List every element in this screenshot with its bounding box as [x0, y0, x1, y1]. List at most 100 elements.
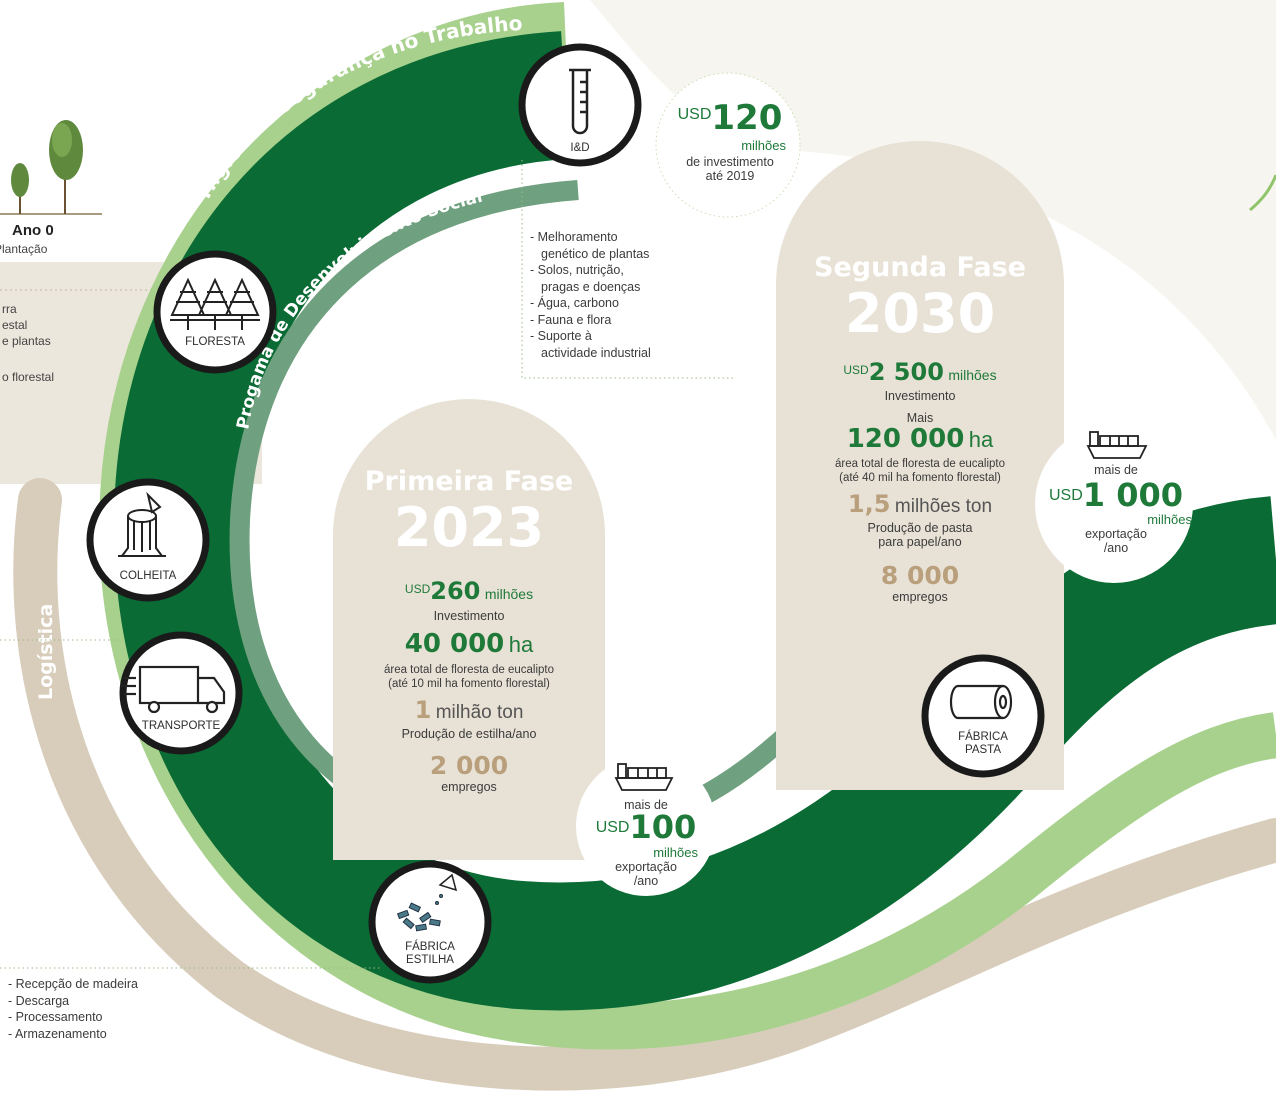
- year-zero-label: Ano 0: [12, 222, 54, 239]
- node-label-colheita: COLHEITA: [119, 570, 177, 582]
- export1-usd: USD: [595, 819, 630, 836]
- fabrica-estilha-line1: FÁBRICA: [405, 941, 455, 953]
- phase2-prod-unit: milhões ton: [894, 496, 993, 517]
- logistica-band: [13, 478, 1276, 1091]
- export1-label2: /ano: [633, 874, 659, 888]
- phase2-area-label2: (até 40 mil ha fomento florestal): [839, 472, 1001, 484]
- list-item: Descarga: [8, 993, 138, 1010]
- list-item: genético de plantas: [541, 246, 650, 261]
- list-item: actividade industrial: [541, 345, 651, 360]
- phase1-inv-usd: USD: [404, 582, 431, 596]
- export2-content: mais de USD1 000 milhões exportação /ano: [1036, 463, 1196, 555]
- id-investment-value: 120: [711, 98, 783, 138]
- arc-text-logistica: Logística: [35, 604, 57, 700]
- ship-icon-2: [1086, 431, 1148, 459]
- phase1-inv-unit: milhões: [484, 586, 534, 602]
- node-label-fabrica-estilha: FÁBRICA ESTILHA: [380, 941, 480, 967]
- export1-unit: milhões: [653, 845, 698, 860]
- phase2-pillar: [776, 141, 1064, 790]
- export2-value: 1 000: [1082, 476, 1183, 514]
- ship-icon-1: [614, 763, 674, 791]
- list-item: pragas e doenças: [541, 279, 641, 294]
- list-item: Água, carbono: [530, 295, 651, 312]
- phase2-inv-label: Investimento: [884, 389, 956, 403]
- phase1-inv-label: Investimento: [433, 609, 505, 623]
- list-item: Recepção de madeira: [8, 976, 138, 993]
- id-investment-circle: [655, 72, 801, 218]
- list-item: Processamento: [8, 1009, 138, 1026]
- phase2-prod-value: 1,5: [847, 490, 891, 518]
- left-fragment-1: rra: [2, 302, 17, 316]
- list-item: Suporte à: [530, 328, 651, 345]
- id-investment: USD120 milhões de investimento até 2019: [660, 98, 800, 183]
- phase2-content: Segunda Fase 2030 USD2 500 milhões Inves…: [776, 252, 1064, 604]
- phase2-prod-label2: para papel/ano: [878, 535, 962, 549]
- phase2-jobs-value: 8 000: [880, 561, 960, 590]
- fabrica-pasta-line1: FÁBRICA: [958, 731, 1008, 743]
- wood-chips-icon: [396, 873, 458, 932]
- export2-unit: milhões: [1147, 512, 1192, 527]
- node-label-id: I&D: [570, 142, 590, 154]
- id-investment-unit: milhões: [741, 138, 786, 153]
- id-research-list: Melhoramento genético de plantas Solos, …: [530, 229, 651, 361]
- id-investment-usd: USD: [677, 106, 712, 123]
- phase1-area-label1: área total de floresta de eucalipto: [383, 664, 555, 676]
- phase1-inv-value: 260: [430, 577, 481, 605]
- phase2-area-label1: área total de floresta de eucalipto: [834, 458, 1006, 470]
- node-label-transporte: TRANSPORTE: [141, 720, 221, 732]
- phase2-year: 2030: [844, 282, 996, 345]
- phase1-content: Primeira Fase 2023 USD260 milhões Invest…: [333, 466, 605, 794]
- phase1-year: 2023: [393, 496, 545, 559]
- export2-circle: [1035, 425, 1193, 583]
- phase1-area-label2: (até 10 mil ha fomento florestal): [388, 678, 550, 690]
- export1-content: mais de USD100 milhões exportação /ano: [576, 798, 716, 888]
- logistics-list: Recepção de madeira Descarga Processamen…: [8, 976, 138, 1042]
- phase2-prod-label1: Produção de pasta: [867, 521, 973, 535]
- phase1-pillar: [333, 399, 605, 860]
- phase2-title: Segunda Fase: [814, 252, 1026, 283]
- left-fragment-3: e plantas: [2, 334, 51, 348]
- left-fragment-4: o florestal: [2, 370, 55, 384]
- export2-label2: /ano: [1103, 541, 1129, 555]
- phase2-jobs-label: empregos: [892, 590, 948, 604]
- phase1-jobs-label: empregos: [441, 780, 497, 794]
- node-label-floresta: FLORESTA: [185, 336, 245, 348]
- id-investment-desc2: até 2019: [705, 169, 755, 183]
- phase2-inv-usd: USD: [843, 363, 869, 377]
- stump-icon: [118, 491, 166, 557]
- node-label-fabrica-pasta: FÁBRICA PASTA: [933, 731, 1033, 757]
- forest-icon: [170, 277, 260, 330]
- phase1-prod-value: 1: [414, 696, 432, 724]
- fabrica-estilha-line2: ESTILHA: [406, 954, 454, 966]
- phase1-title: Primeira Fase: [364, 466, 574, 497]
- phase2-area-unit: ha: [968, 427, 994, 452]
- export2-usd: USD: [1049, 487, 1083, 504]
- export1-circle: [576, 756, 716, 896]
- phase2-inv-value: 2 500: [868, 358, 944, 386]
- dotted-guides: [0, 160, 735, 969]
- phase1-area-unit: ha: [508, 632, 534, 657]
- export1-pre: mais de: [624, 798, 668, 812]
- left-fragment-2: estal: [2, 318, 28, 332]
- plantation-label: Plantação: [0, 242, 48, 256]
- export2-label1: exportação: [1085, 527, 1147, 541]
- truck-icon: [120, 665, 226, 714]
- export2-pre: mais de: [1094, 463, 1138, 477]
- phase1-area-value: 40 000: [404, 629, 505, 659]
- trees-illustration: [0, 120, 102, 215]
- list-item: Solos, nutrição,: [530, 262, 651, 279]
- list-item: Fauna e flora: [530, 312, 651, 329]
- export1-value: 100: [629, 808, 697, 846]
- phase2-inv-unit: milhões: [948, 367, 997, 383]
- export1-label1: exportação: [615, 860, 677, 874]
- list-item: Armazenamento: [8, 1026, 138, 1043]
- list-item: Melhoramento: [530, 229, 651, 246]
- phase2-area-value: 120 000: [846, 424, 965, 454]
- phase1-jobs-value: 2 000: [429, 751, 509, 780]
- phase1-prod-unit: milhão ton: [435, 702, 524, 723]
- phase2-area-pre: Mais: [906, 411, 934, 425]
- paper-roll-icon: [949, 684, 1013, 720]
- test-tube-icon: [569, 68, 591, 135]
